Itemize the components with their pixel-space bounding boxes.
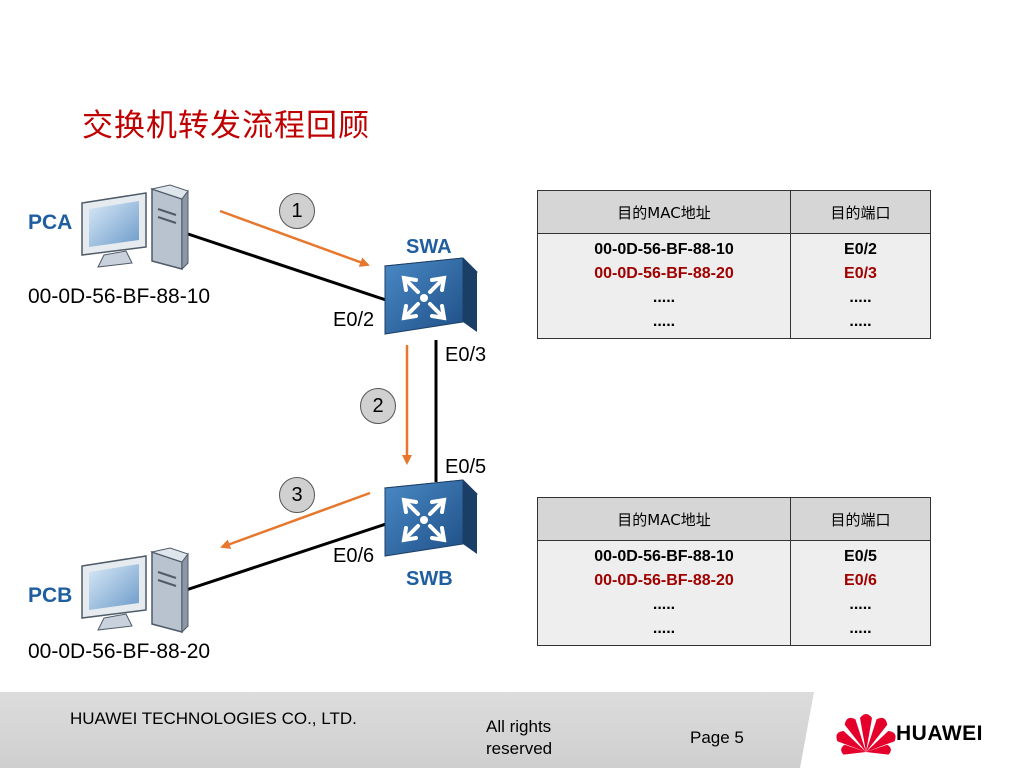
pca-label: PCA <box>28 211 73 234</box>
table-header-row: 目的MAC地址 目的端口 <box>537 190 931 234</box>
port-column-header: 目的端口 <box>790 497 931 541</box>
table-row: ..... <box>652 596 676 613</box>
switch-icon <box>383 479 479 557</box>
huawei-logo: HUAWEI <box>800 692 1024 768</box>
table-body-row: 00-0D-56-BF-88-10 00-0D-56-BF-88-20 ....… <box>537 540 931 646</box>
table-row: E0/2 <box>844 241 877 258</box>
table-row: ..... <box>652 620 676 637</box>
pcb-label: PCB <box>28 584 73 607</box>
swb-label: SWB <box>406 568 453 590</box>
table-row: ..... <box>849 313 872 330</box>
table-body-row: 00-0D-56-BF-88-10 00-0D-56-BF-88-20 ....… <box>537 233 931 339</box>
flow-arrow-3 <box>220 491 371 549</box>
desktop-computer-icon <box>81 547 189 634</box>
flow-arrow-1 <box>219 209 370 267</box>
table-row: ..... <box>652 313 676 330</box>
step-marker-1: 1 <box>279 193 315 229</box>
footer-rights: All rights reserved <box>486 717 553 758</box>
step-marker-2: 2 <box>360 388 396 424</box>
swa-label: SWA <box>406 236 452 258</box>
mac-table-swa: 目的MAC地址 目的端口 00-0D-56-BF-88-10 00-0D-56-… <box>537 190 931 339</box>
table-row: E0/5 <box>844 548 877 565</box>
table-row: ..... <box>849 620 872 637</box>
port-label-e0-6: E0/6 <box>333 545 375 567</box>
pca-mac-label: 00-0D-56-BF-88-10 <box>28 285 211 308</box>
cable-pca-swa <box>181 230 393 304</box>
mac-cell: 00-0D-56-BF-88-10 00-0D-56-BF-88-20 ....… <box>537 540 791 646</box>
table-row: 00-0D-56-BF-88-20 <box>594 265 734 282</box>
table-row: E0/3 <box>844 265 877 282</box>
pcb-mac-label: 00-0D-56-BF-88-20 <box>28 640 211 663</box>
switch-icon <box>383 257 479 335</box>
table-row: 00-0D-56-BF-88-10 <box>594 548 734 565</box>
mac-column-header: 目的MAC地址 <box>537 497 791 541</box>
table-header-row: 目的MAC地址 目的端口 <box>537 497 931 541</box>
port-label-e0-5: E0/5 <box>445 456 487 478</box>
table-row: 00-0D-56-BF-88-20 <box>594 572 734 589</box>
mac-table-swb: 目的MAC地址 目的端口 00-0D-56-BF-88-10 00-0D-56-… <box>537 497 931 646</box>
step-marker-3: 3 <box>279 477 315 513</box>
huawei-logo-text: HUAWEI <box>896 722 983 745</box>
table-row: ..... <box>849 289 872 306</box>
port-cell: E0/2 E0/3 ..... ..... <box>790 233 931 339</box>
footer-bar: HUAWEI TECHNOLOGIES CO., LTD. All rights… <box>0 692 1024 768</box>
cable-swb-pcb <box>179 520 393 594</box>
footer-company: HUAWEI TECHNOLOGIES CO., LTD. <box>70 709 357 728</box>
huawei-flower-icon <box>836 714 896 755</box>
port-label-e0-3: E0/3 <box>445 344 487 366</box>
page-number: Page 5 <box>690 728 744 747</box>
port-column-header: 目的端口 <box>790 190 931 234</box>
desktop-computer-icon <box>81 184 189 271</box>
port-cell: E0/5 E0/6 ..... ..... <box>790 540 931 646</box>
table-row: ..... <box>652 289 676 306</box>
port-label-e0-2: E0/2 <box>333 309 375 331</box>
mac-cell: 00-0D-56-BF-88-10 00-0D-56-BF-88-20 ....… <box>537 233 791 339</box>
mac-column-header: 目的MAC地址 <box>537 190 791 234</box>
table-row: 00-0D-56-BF-88-10 <box>594 241 734 258</box>
table-row: E0/6 <box>844 572 877 589</box>
table-row: ..... <box>849 596 872 613</box>
slide-title: 交换机转发流程回顾 <box>82 108 370 144</box>
